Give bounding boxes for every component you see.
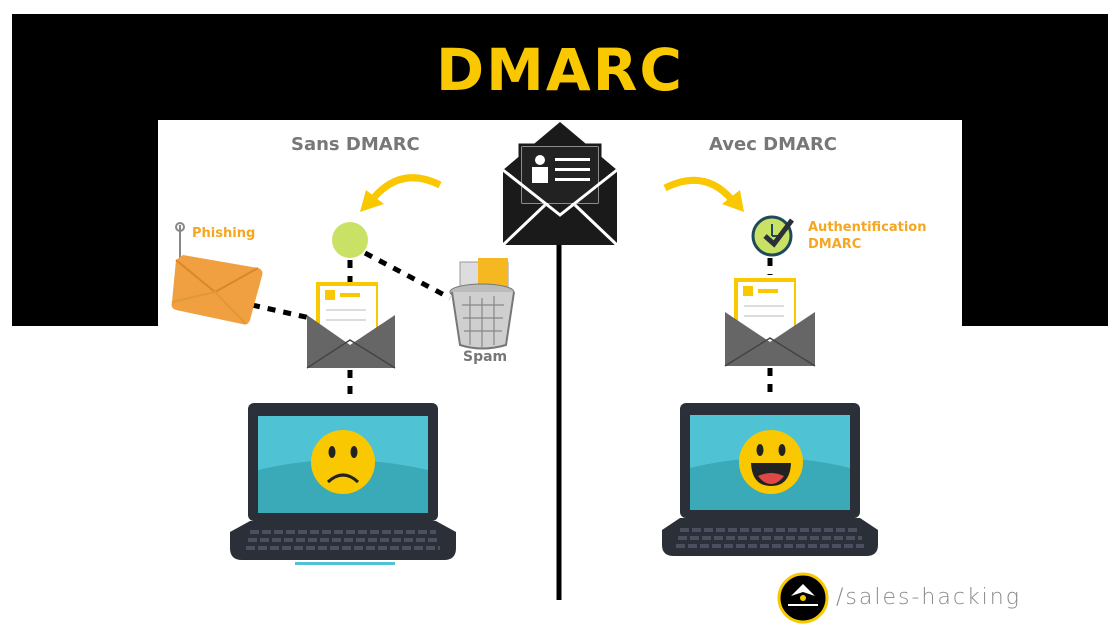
- sad-face-icon: [311, 430, 375, 494]
- dotted-connectors-left: [251, 250, 452, 395]
- clock-check-icon: [751, 215, 794, 257]
- green-dot-icon: [332, 222, 368, 258]
- sales-hacking-logo: [777, 572, 829, 624]
- brand-handle: /sales-hacking: [836, 585, 1021, 610]
- phishing-envelope-icon: [171, 222, 263, 325]
- spam-label: Spam: [463, 349, 508, 365]
- inbox-envelope-left-icon: [306, 282, 396, 369]
- page-title: DMARC: [436, 36, 684, 104]
- curved-arrow-left-icon: [369, 174, 442, 203]
- auth-label-line2: DMARC: [808, 237, 862, 252]
- auth-label-line1: Authentification: [808, 220, 927, 235]
- inbox-envelope-right-icon: [724, 278, 816, 367]
- arrow-head: [722, 190, 744, 212]
- sans-dmarc-heading: Sans DMARC: [291, 134, 420, 155]
- avec-dmarc-heading: Avec DMARC: [709, 134, 838, 155]
- black-frame: [12, 14, 1108, 326]
- authentification-label: Authentification DMARC: [808, 219, 927, 253]
- happy-face-icon: [739, 430, 803, 494]
- central-envelope-icon: [501, 122, 619, 247]
- arrow-head: [360, 190, 384, 212]
- phishing-label: Phishing: [192, 226, 256, 241]
- trash-can-spam-icon: [449, 258, 515, 350]
- curved-arrow-right-icon: [663, 176, 735, 203]
